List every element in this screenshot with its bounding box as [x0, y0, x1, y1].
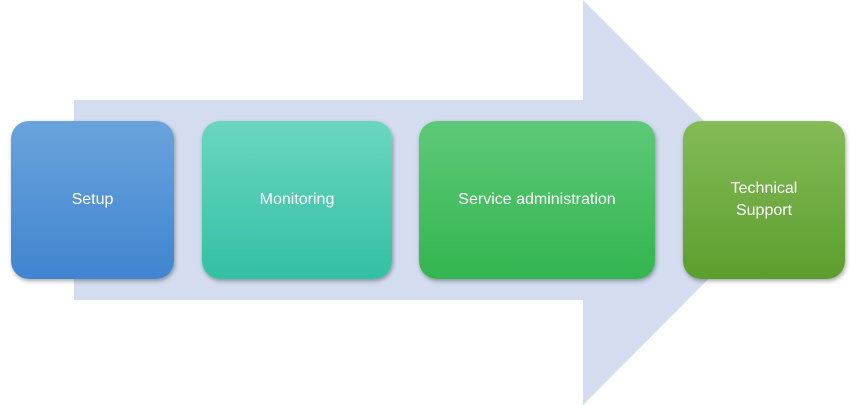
step-service-administration: Service administration [419, 121, 655, 279]
step-label: Monitoring [259, 191, 335, 208]
step-monitoring: Monitoring [202, 121, 392, 279]
step-label: Technical Support [730, 180, 798, 219]
step-label: Setup [71, 191, 114, 208]
step-setup: Setup [11, 121, 174, 279]
step-label: Service administration [458, 191, 616, 208]
step-technical-support: Technical Support [683, 121, 845, 279]
